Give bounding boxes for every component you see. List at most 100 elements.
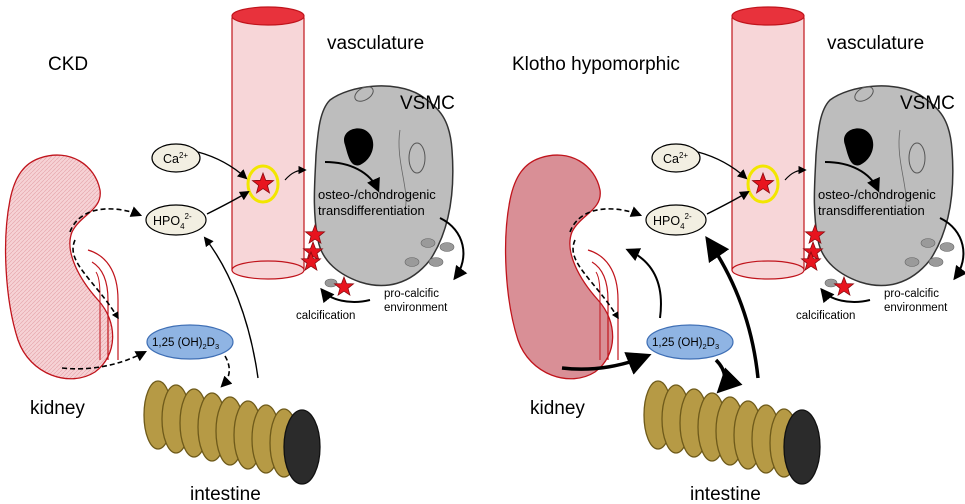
pro-calcific-line2: environment bbox=[384, 302, 448, 314]
vitamin-d-sub2: 3 bbox=[215, 342, 219, 351]
osteo-label-line1: osteo-/chondrogenic bbox=[318, 187, 436, 202]
arrow-nucleus-to-osteo bbox=[324, 161, 380, 193]
vessel-top bbox=[231, 6, 305, 26]
vitamin-d-text-b: D bbox=[707, 337, 715, 349]
osteo-label-line1: osteo-/chondrogenic bbox=[818, 187, 936, 202]
vitamin-d-pill bbox=[146, 324, 234, 360]
calcification-label: calcification bbox=[296, 310, 355, 322]
arrow-nucleus-to-osteo bbox=[824, 161, 880, 193]
kidney-shape bbox=[4, 154, 114, 380]
phosphate-label: HPO42- bbox=[153, 212, 192, 231]
kidney-label: kidney bbox=[530, 398, 585, 419]
arrow-intestine-to-phosphate bbox=[203, 236, 259, 379]
halo-ring bbox=[246, 164, 280, 204]
arrow-calcium-to-vessel bbox=[197, 151, 248, 180]
blood-vessel bbox=[231, 17, 305, 271]
arrow-to-calcification bbox=[320, 287, 371, 304]
calcification-star bbox=[333, 275, 355, 297]
calcium-phosphate-star bbox=[751, 171, 775, 194]
calcium-charge: 2+ bbox=[679, 151, 688, 160]
vitamin-d-pill bbox=[646, 324, 734, 360]
vesicle-dot bbox=[939, 242, 955, 252]
vitamin-d-sub1: 2 bbox=[703, 342, 707, 351]
vesicle-dot bbox=[439, 242, 455, 252]
vitamin-d-label: 1,25 (OH)2D3 bbox=[652, 337, 719, 351]
vessel-bottom bbox=[731, 260, 805, 280]
cell-fiber bbox=[398, 129, 407, 211]
osteo-label-line2: transdifferentiation bbox=[818, 203, 925, 218]
arrow-kidney-to-vitamin-d bbox=[561, 352, 652, 375]
vesicle-dot bbox=[928, 257, 944, 267]
calcification-label: calcification bbox=[796, 310, 855, 322]
panel-title: Klotho hypomorphic bbox=[512, 54, 680, 75]
arrow-phosphate-to-vessel bbox=[706, 190, 750, 215]
pro-calcific-line2: environment bbox=[884, 302, 948, 314]
calcium-phosphate-star bbox=[251, 171, 275, 194]
vesicle-dot bbox=[904, 257, 920, 267]
vasculature-label: vasculature bbox=[827, 33, 924, 54]
vitamin-d-text-a: 1,25 (OH) bbox=[152, 337, 203, 349]
phosphate-charge: 2- bbox=[685, 212, 692, 221]
renal-vessel bbox=[87, 249, 119, 360]
intestine-lumen bbox=[283, 409, 321, 485]
arrow-vitamin-d-to-intestine bbox=[714, 358, 743, 394]
halo-ring bbox=[746, 164, 780, 204]
vitamin-d-text-b: D bbox=[207, 337, 215, 349]
calcium-pill bbox=[151, 143, 201, 173]
vitamin-d-text-a: 1,25 (OH) bbox=[652, 337, 703, 349]
panel-ckd: Ca2+HPO42-1,25 (OH)2D3CKDvasculatureVSMC… bbox=[4, 6, 468, 504]
calcification-star bbox=[300, 250, 322, 272]
phosphate-pill bbox=[645, 204, 707, 236]
kidney-shape bbox=[504, 154, 614, 380]
arrow-calcium-to-vessel bbox=[697, 151, 748, 180]
calcification-star bbox=[833, 275, 855, 297]
arrow-kidney-to-phosphate bbox=[69, 206, 143, 233]
cell-fiber bbox=[898, 129, 907, 211]
vsmc-cell bbox=[813, 85, 954, 287]
mitochondrion-shape bbox=[854, 86, 874, 102]
arrow-to-pro-calcific bbox=[939, 217, 965, 281]
arrow-vitamin-d-to-kidney bbox=[625, 248, 662, 319]
vesicle-dot bbox=[420, 238, 436, 248]
phosphate-sub: 4 bbox=[680, 222, 685, 231]
phosphate-pill bbox=[145, 204, 207, 236]
arrow-kidney-internal bbox=[572, 239, 619, 320]
intestine-label: intestine bbox=[190, 484, 261, 504]
mitochondrion-shape bbox=[908, 142, 926, 174]
vesicle-dot bbox=[824, 278, 838, 288]
calcium-label: Ca2+ bbox=[163, 151, 188, 166]
intestine-lumen bbox=[783, 409, 821, 485]
arrow-kidney-internal bbox=[72, 239, 119, 320]
vessel-bottom bbox=[231, 260, 305, 280]
calcium-charge: 2+ bbox=[179, 151, 188, 160]
vesicle-dot bbox=[428, 257, 444, 267]
vesicle-dot bbox=[920, 238, 936, 248]
vesicle-dot bbox=[404, 257, 420, 267]
calcification-star bbox=[800, 250, 822, 272]
renal-vessel bbox=[91, 261, 109, 360]
mitochondrion-shape bbox=[408, 142, 426, 174]
arrow-vitamin-d-to-intestine bbox=[220, 355, 233, 388]
kidney-label: kidney bbox=[30, 398, 85, 419]
osteo-label-line2: transdifferentiation bbox=[318, 203, 425, 218]
arrow-phosphate-to-vessel bbox=[206, 190, 250, 215]
vitamin-d-sub2: 3 bbox=[715, 342, 719, 351]
arrow-vessel-to-vsmc bbox=[284, 165, 307, 181]
panel-title: CKD bbox=[48, 54, 88, 75]
arrow-intestine-to-phosphate bbox=[705, 235, 760, 379]
renal-vessel bbox=[95, 271, 101, 360]
arrow-to-pro-calcific bbox=[439, 217, 468, 281]
vesicle-dot bbox=[324, 278, 338, 288]
vitamin-d-sub1: 2 bbox=[203, 342, 207, 351]
arrow-kidney-to-phosphate bbox=[569, 206, 643, 233]
pro-calcific-line1: pro-calcific bbox=[384, 288, 439, 300]
arrow-vessel-to-vsmc bbox=[784, 165, 807, 181]
vsmc-label: VSMC bbox=[900, 93, 955, 114]
mitochondrion-shape bbox=[354, 86, 374, 102]
calcification-star bbox=[804, 223, 826, 245]
renal-vessel bbox=[587, 249, 619, 360]
calcium-pill bbox=[651, 143, 701, 173]
